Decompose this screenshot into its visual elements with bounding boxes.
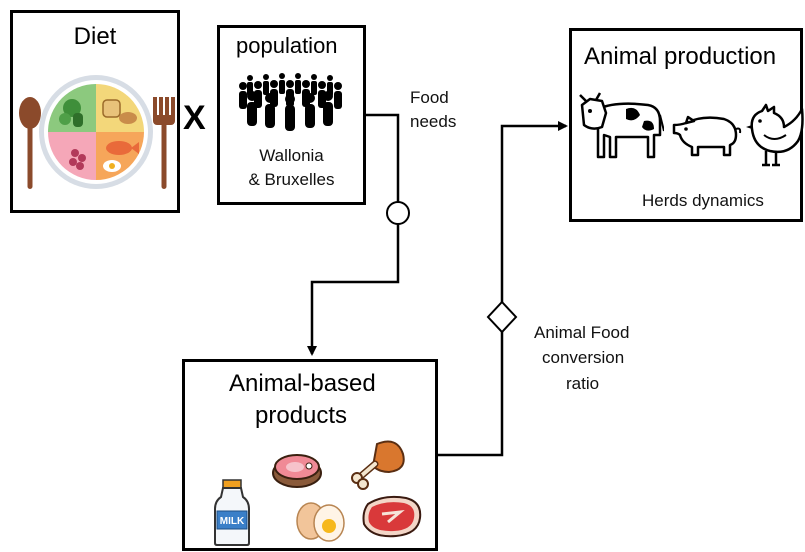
animal-production-title: Animal production bbox=[584, 43, 777, 70]
population-region-line1: Wallonia bbox=[259, 146, 324, 165]
steak-icon bbox=[362, 495, 422, 538]
egg-icon bbox=[296, 502, 345, 542]
conversion-label-line2: conversion bbox=[542, 348, 625, 367]
animal-based-products-box: Animal-based products MILK bbox=[182, 359, 438, 551]
drumstick-icon bbox=[351, 440, 405, 490]
plate-icon bbox=[39, 75, 153, 189]
food-needs-label-line1: Food bbox=[410, 88, 449, 107]
population-title: population bbox=[236, 33, 338, 58]
herds-dynamics-label: Herds dynamics bbox=[642, 191, 764, 210]
milk-text: MILK bbox=[220, 516, 245, 527]
conversion-label-line1: Animal Food bbox=[534, 323, 630, 342]
spoon-icon bbox=[19, 97, 41, 189]
cow-icon bbox=[579, 92, 664, 159]
animal-production-box: Animal production Herds dynamics bbox=[569, 28, 804, 222]
conversion-label-line3: ratio bbox=[566, 374, 600, 393]
diet-title: Diet bbox=[73, 23, 117, 50]
multiply-sign: X bbox=[183, 99, 206, 137]
chicken-icon bbox=[746, 103, 804, 167]
fork-icon bbox=[153, 97, 175, 189]
conversion-connector bbox=[436, 121, 568, 457]
pig-icon bbox=[672, 115, 742, 157]
milk-bottle-icon: MILK bbox=[214, 479, 250, 546]
food-needs-connector bbox=[307, 113, 400, 356]
food-needs-circle-marker bbox=[386, 201, 410, 225]
ham-icon bbox=[272, 454, 322, 488]
food-needs-label-line2: needs bbox=[410, 112, 457, 131]
population-region-line2: & Bruxelles bbox=[248, 170, 335, 189]
animal-products-title-line1: Animal-based bbox=[229, 370, 376, 397]
conversion-diamond-marker bbox=[486, 300, 518, 334]
animal-products-title-line2: products bbox=[255, 402, 348, 429]
crowd-icon bbox=[239, 73, 342, 131]
population-box: population Wallonia & Bruxelles bbox=[217, 25, 366, 205]
diet-box: Diet bbox=[10, 10, 180, 213]
